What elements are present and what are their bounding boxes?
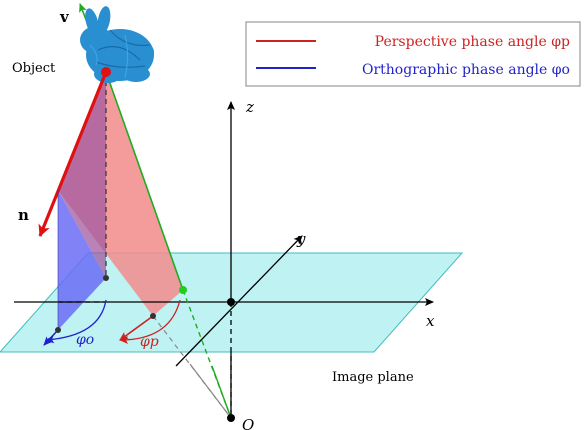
overlap-region — [58, 72, 106, 278]
origin-label: O — [242, 416, 254, 430]
y-label: y — [296, 230, 306, 248]
view-line-hidden — [182, 289, 232, 419]
projection-point-o — [55, 327, 61, 333]
projection-point-top — [103, 275, 109, 281]
phi-o-arc — [45, 299, 107, 344]
object-point — [101, 67, 111, 77]
normal-vector — [38, 71, 108, 237]
projection-point-p — [150, 313, 156, 319]
origin-line-p-solid — [189, 363, 232, 419]
view-line-below — [211, 365, 232, 419]
x-label: x — [426, 312, 435, 330]
v-label: v — [59, 8, 70, 26]
object-label: Object — [12, 61, 56, 76]
legend-box — [245, 21, 581, 87]
phi-p-arc — [119, 299, 181, 344]
phi-p-label: φp — [140, 334, 159, 350]
legend: Perspective phase angle φp Orthographic … — [245, 21, 581, 87]
image-point — [179, 286, 187, 294]
phi-p-arrow — [119, 315, 154, 341]
camera-origin-point — [227, 414, 235, 422]
n-label: n — [18, 206, 29, 224]
phi-o-label: φo — [76, 332, 94, 348]
orthographic-triangle — [58, 190, 106, 330]
y-axis — [175, 235, 303, 367]
image-plane-label: Image plane — [332, 370, 414, 385]
view-line — [105, 71, 184, 291]
legend-perspective-label: Perspective phase angle φp — [375, 34, 570, 50]
z-label: z — [245, 98, 254, 116]
bunny-icon — [80, 6, 154, 83]
axis-origin-point — [227, 298, 235, 306]
phi-o-arrow — [43, 329, 59, 346]
legend-orthographic-label: Orthographic phase angle φo — [362, 62, 570, 78]
